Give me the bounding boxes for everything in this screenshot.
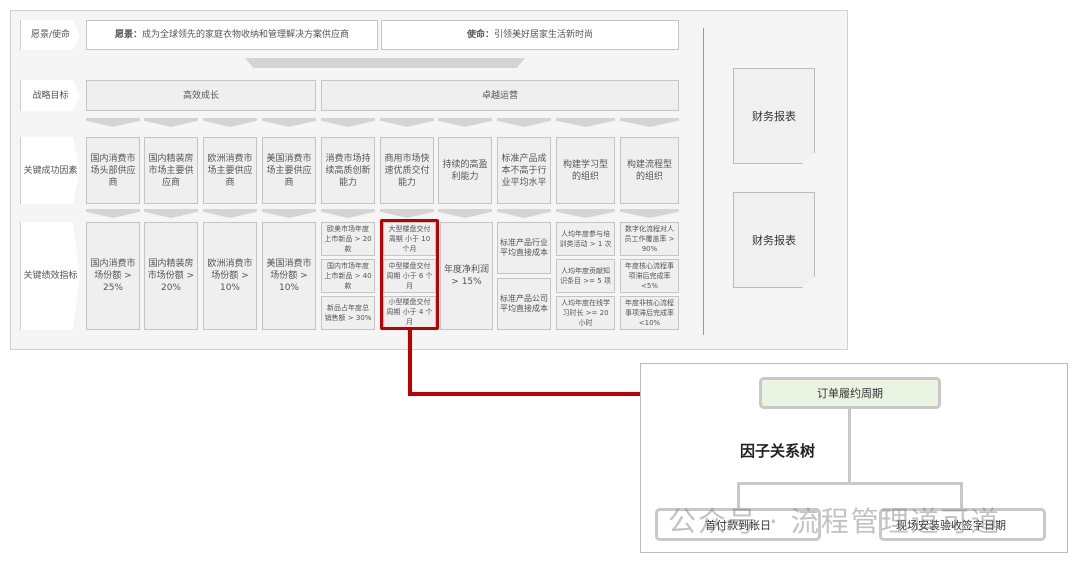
kpi-cell: 年度净利润 > 15%: [440, 222, 493, 330]
goal-operations: 卓越运营: [321, 80, 679, 111]
down-chevron: [438, 209, 492, 218]
kpi-cell: 年度核心流程事项滞后完成率 <5%: [620, 259, 679, 293]
row-label-kpi: 关键绩效指标: [20, 222, 80, 330]
down-chevron: [144, 118, 198, 127]
down-chevron: [556, 118, 615, 127]
vision-text: 成为全球领先的家庭衣物收纳和管理解决方案供应商: [142, 30, 350, 40]
connector-line: [408, 330, 412, 396]
tree-line: [960, 482, 963, 510]
row-label-strategy: 战略目标: [20, 80, 80, 111]
kpi-cell: 年度非核心流程事项滞后完成率 <10%: [620, 296, 679, 330]
csf-item: 国内精装房市场主要供应商: [144, 137, 198, 204]
kpi-cell: 欧美市场年度上市新品 > 20 款: [321, 222, 375, 256]
mission-text: 引领美好居家生活新时尚: [494, 30, 594, 40]
csf-item: 构建流程型的组织: [620, 137, 679, 204]
csf-item: 标准产品成本不高于行业平均水平: [497, 137, 551, 204]
csf-item: 消费市场持续高质创新能力: [321, 137, 375, 204]
down-chevron: [203, 118, 257, 127]
kpi-cell: 国内市场年度上市新品 > 40 款: [321, 259, 375, 293]
down-chevron: [380, 118, 434, 127]
kpi-cell: 欧洲消费市场份额 > 10%: [203, 222, 257, 330]
kpi-cell: 美国消费市场份额 > 10%: [262, 222, 316, 330]
kpi-cell: 新品占年度总销售额 > 30%: [321, 296, 375, 330]
csf-item: 商用市场快速优质交付能力: [380, 137, 434, 204]
goal-growth: 高效成长: [86, 80, 316, 111]
highlight-box: [380, 219, 439, 330]
kpi-cell: 人均年度参与培训类活动 > 1 次: [556, 222, 615, 256]
kpi-cell: 中型楼盘交付周期 小于 6 个月: [383, 259, 436, 293]
tree-root-node: 订单履约周期: [759, 377, 941, 409]
kpi-cell: 标准产品公司平均直接成本: [497, 278, 551, 330]
kpi-cell: 大型楼盘交付周期 小于 10 个月: [383, 222, 436, 256]
row-label-csf: 关键成功因素: [20, 137, 80, 204]
kpi-cell: 人均年度贡献知识条目 >= 5 项: [556, 259, 615, 293]
down-chevron: [321, 209, 375, 218]
down-chevron: [497, 118, 551, 127]
watermark: 公众号 · 流程管理道可道: [668, 505, 1001, 538]
kpi-cell: 标准产品行业平均直接成本: [497, 222, 551, 274]
down-chevron: [203, 209, 257, 218]
csf-item: 构建学习型的组织: [556, 137, 615, 204]
down-chevron: [438, 118, 492, 127]
csf-item: 欧洲消费市场主要供应商: [203, 137, 257, 204]
vision-key: 愿景：: [114, 30, 142, 40]
divider: [703, 28, 704, 335]
down-chevron: [620, 118, 679, 127]
tree-child-node: 现场安装验收签字日期: [879, 508, 1046, 541]
vision-box: 愿景：成为全球领先的家庭衣物收纳和管理解决方案供应商: [86, 20, 378, 50]
mission-key: 使命：: [466, 30, 494, 40]
tree-line: [737, 482, 963, 485]
down-chevron: [620, 209, 679, 218]
csf-item: 美国消费市场主要供应商: [262, 137, 316, 204]
finance-report: 财务报表: [733, 68, 815, 164]
finance-report: 财务报表: [733, 192, 815, 288]
down-chevron: [556, 209, 615, 218]
connector-line: [408, 392, 762, 396]
down-chevron: [86, 118, 140, 127]
kpi-cell: 国内精装房市场份额 > 20%: [144, 222, 198, 330]
csf-item: 持续的高盈利能力: [438, 137, 492, 204]
csf-item: 国内消费市场头部供应商: [86, 137, 140, 204]
down-chevron: [380, 209, 434, 218]
mission-box: 使命：引领美好居家生活新时尚: [381, 20, 679, 50]
down-chevron: [262, 118, 316, 127]
kpi-cell: 小型楼盘交付周期 小于 4 个月: [383, 296, 436, 328]
kpi-cell: 国内消费市场份额 > 25%: [86, 222, 140, 330]
kpi-cell: 人均年度在线学习时长 >= 20 小时: [556, 296, 615, 330]
row-label-vision: 愿景/使命: [20, 20, 80, 50]
down-chevron: [497, 209, 551, 218]
kpi-cell: 数字化流程对人员工作覆盖率 > 90%: [620, 222, 679, 256]
down-chevron: [144, 209, 198, 218]
tree-line: [737, 482, 740, 510]
down-chevron: [262, 209, 316, 218]
tree-child-node: 首付款到帐日: [655, 508, 821, 541]
down-chevron: [321, 118, 375, 127]
tree-title: 因子关系树: [740, 442, 816, 460]
tree-line: [848, 408, 851, 484]
wide-arrow: [245, 58, 525, 68]
down-chevron: [86, 209, 140, 218]
